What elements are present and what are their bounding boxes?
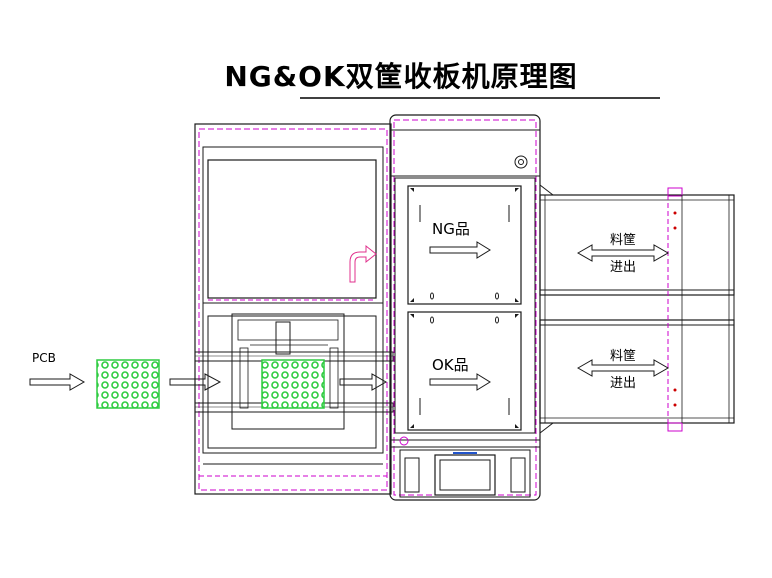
transfer-mechanism	[231, 313, 345, 430]
ok-basket	[407, 311, 522, 431]
control-panel	[399, 436, 531, 498]
left-frame	[194, 123, 392, 495]
arrow-right-icon	[429, 373, 491, 391]
arrow-right-icon	[169, 373, 222, 391]
pcb-board-incoming	[96, 359, 160, 409]
ng-basket	[407, 185, 522, 305]
pcb-label: PCB	[32, 351, 56, 365]
ng-label: NG品	[432, 220, 470, 238]
arrow-right-icon	[339, 373, 388, 391]
touch-screen-icon	[439, 459, 491, 491]
feed-top-label-1: 料筐	[610, 232, 636, 248]
double-arrow-icon	[576, 359, 670, 377]
feed-bottom-label-2: 进出	[610, 376, 636, 391]
stacker-tower	[389, 114, 541, 501]
diagram-title: NG&OK双筐收板机原理图	[224, 60, 578, 93]
curved-arrow-icon	[349, 244, 377, 283]
arrow-right-icon	[429, 241, 491, 259]
pcb-board-on-conveyor	[261, 359, 325, 409]
double-arrow-icon	[576, 244, 670, 262]
arrow-right-icon	[29, 373, 86, 391]
ok-label: OK品	[432, 356, 469, 374]
feed-top-label-2: 进出	[610, 260, 636, 275]
right-conveyor-frame	[539, 184, 735, 434]
feed-bottom-label-1: 料筐	[610, 348, 636, 364]
